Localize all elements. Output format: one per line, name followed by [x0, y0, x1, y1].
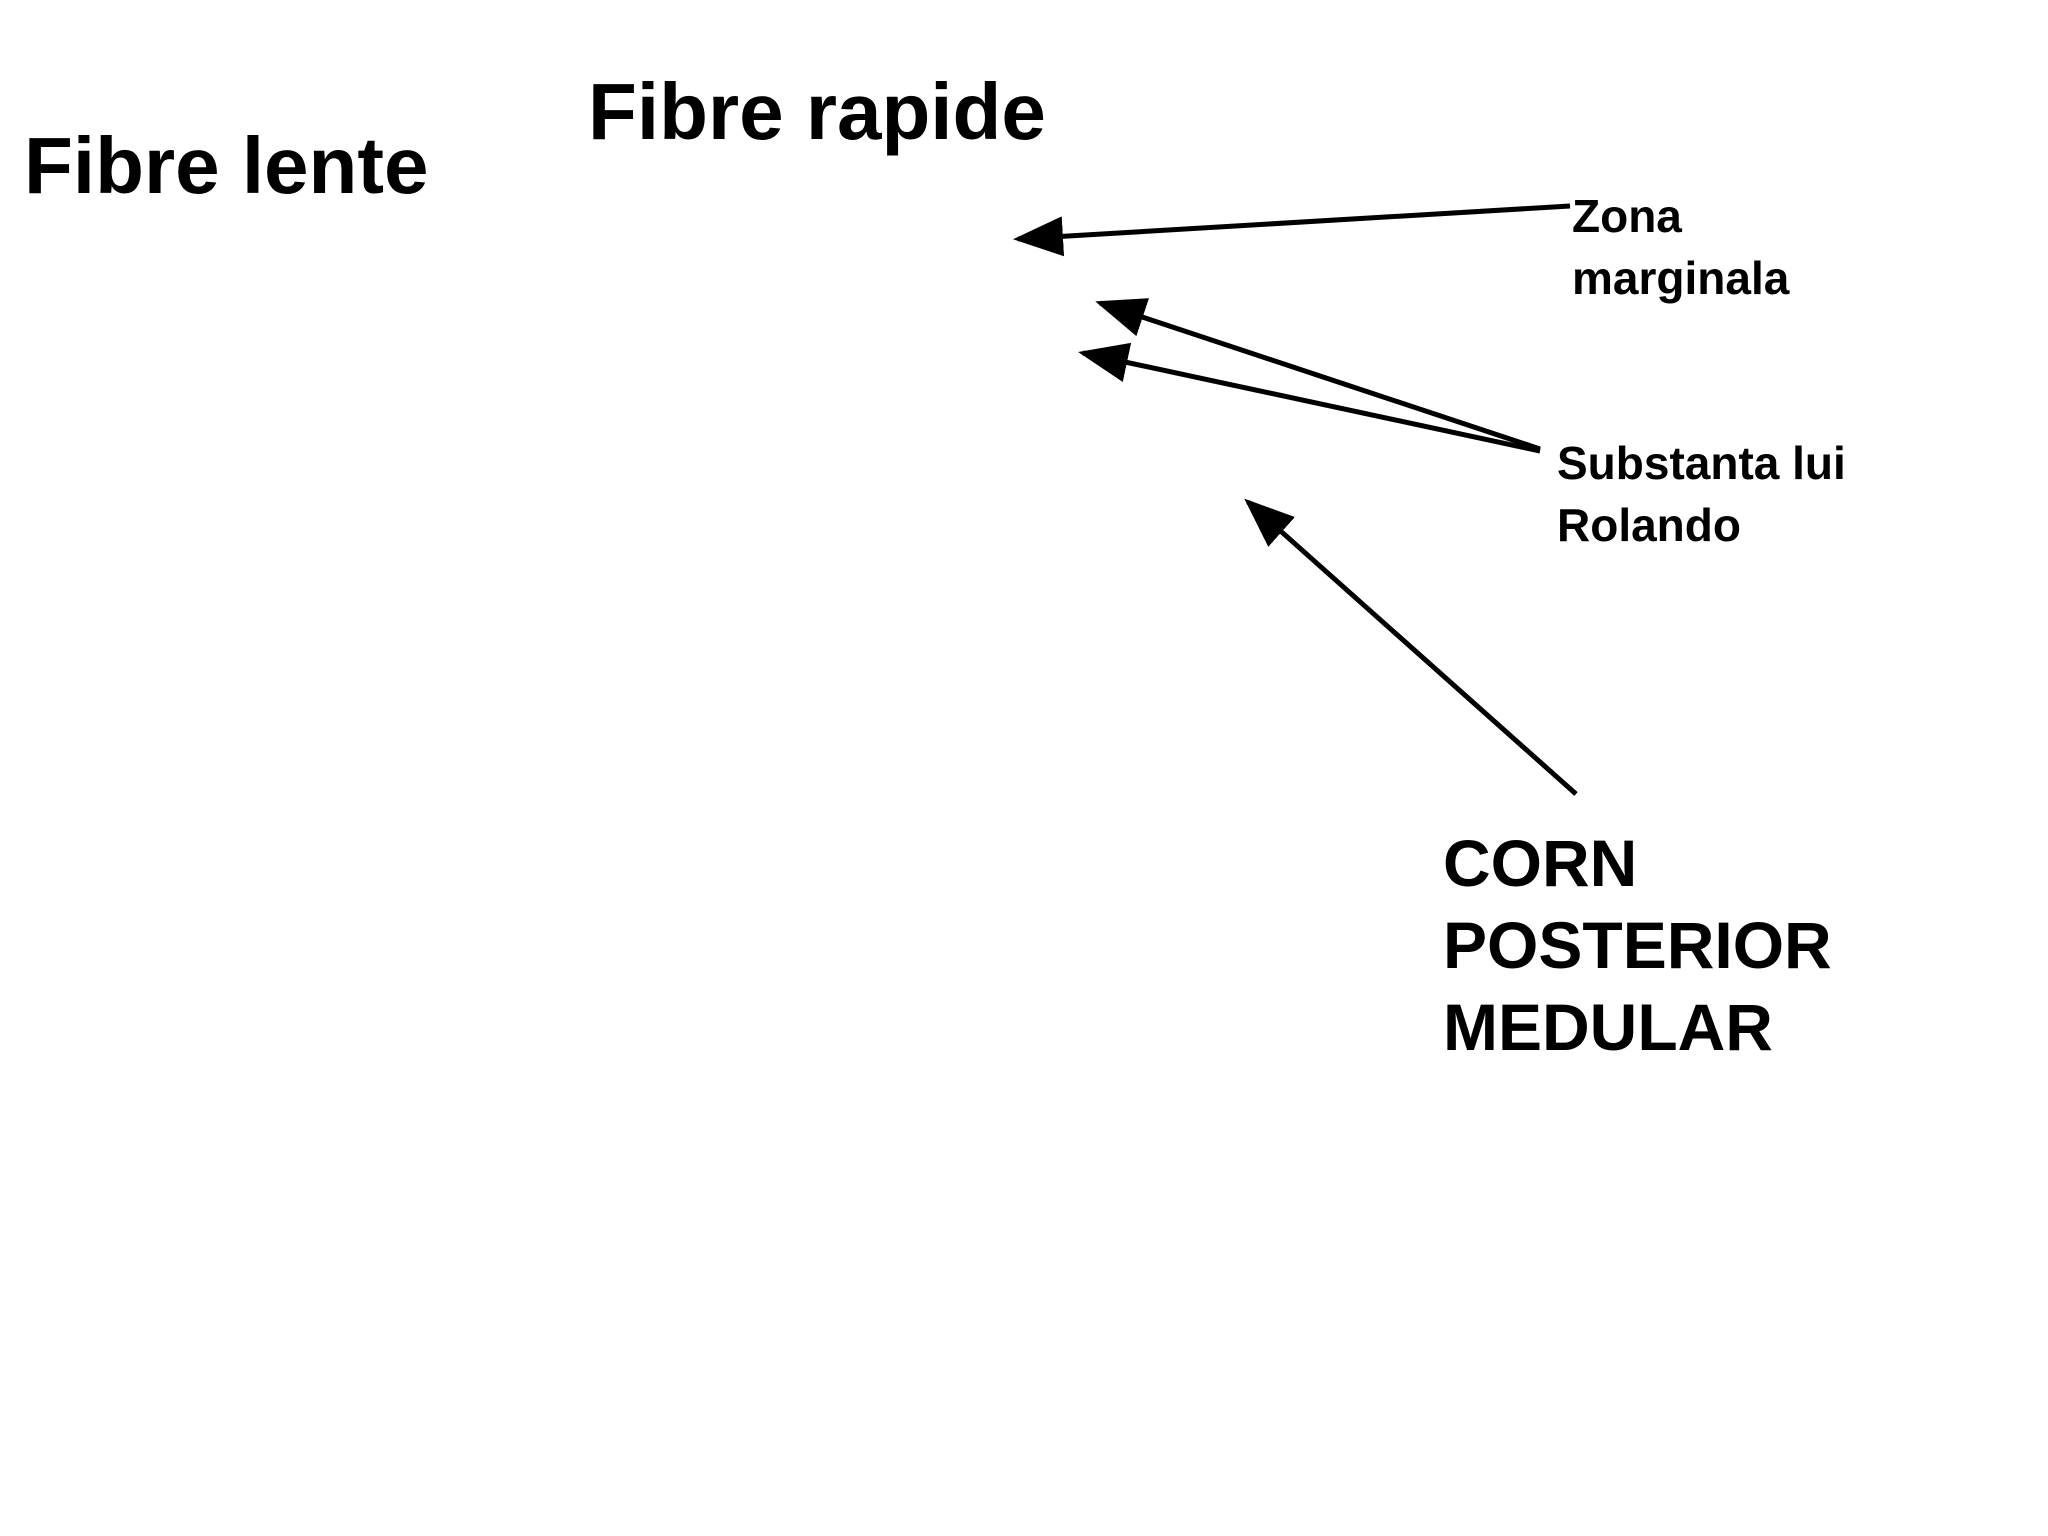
zona-marginala-line-2: marginala: [1572, 252, 1790, 304]
substanta-rolando-line-2: Rolando: [1557, 499, 1741, 551]
arrow-zona-marginala: [1013, 203, 1571, 257]
fibre-rapide-label: Fibre rapide: [588, 67, 1046, 156]
arrow-corn-posterior: [1244, 498, 1578, 796]
zona-marginala-line-1: Zona: [1572, 190, 1682, 242]
arrow-substanta-rolando-lower: [1078, 342, 1541, 454]
corn-posterior-line-2: POSTERIOR: [1443, 908, 1832, 982]
substanta-rolando-line-1: Substanta lui: [1557, 437, 1846, 489]
corn-posterior-line-1: CORN: [1443, 826, 1638, 900]
fibre-lente-label: Fibre lente: [24, 121, 429, 210]
zona-marginala-label: Zona marginala: [1572, 185, 1789, 309]
corn-posterior-line-3: MEDULAR: [1443, 990, 1773, 1064]
arrow-substanta-rolando-upper: [1095, 298, 1541, 452]
substanta-rolando-label: Substanta lui Rolando: [1557, 432, 1846, 556]
corn-posterior-medular-label: CORN POSTERIOR MEDULAR: [1443, 822, 1832, 1068]
